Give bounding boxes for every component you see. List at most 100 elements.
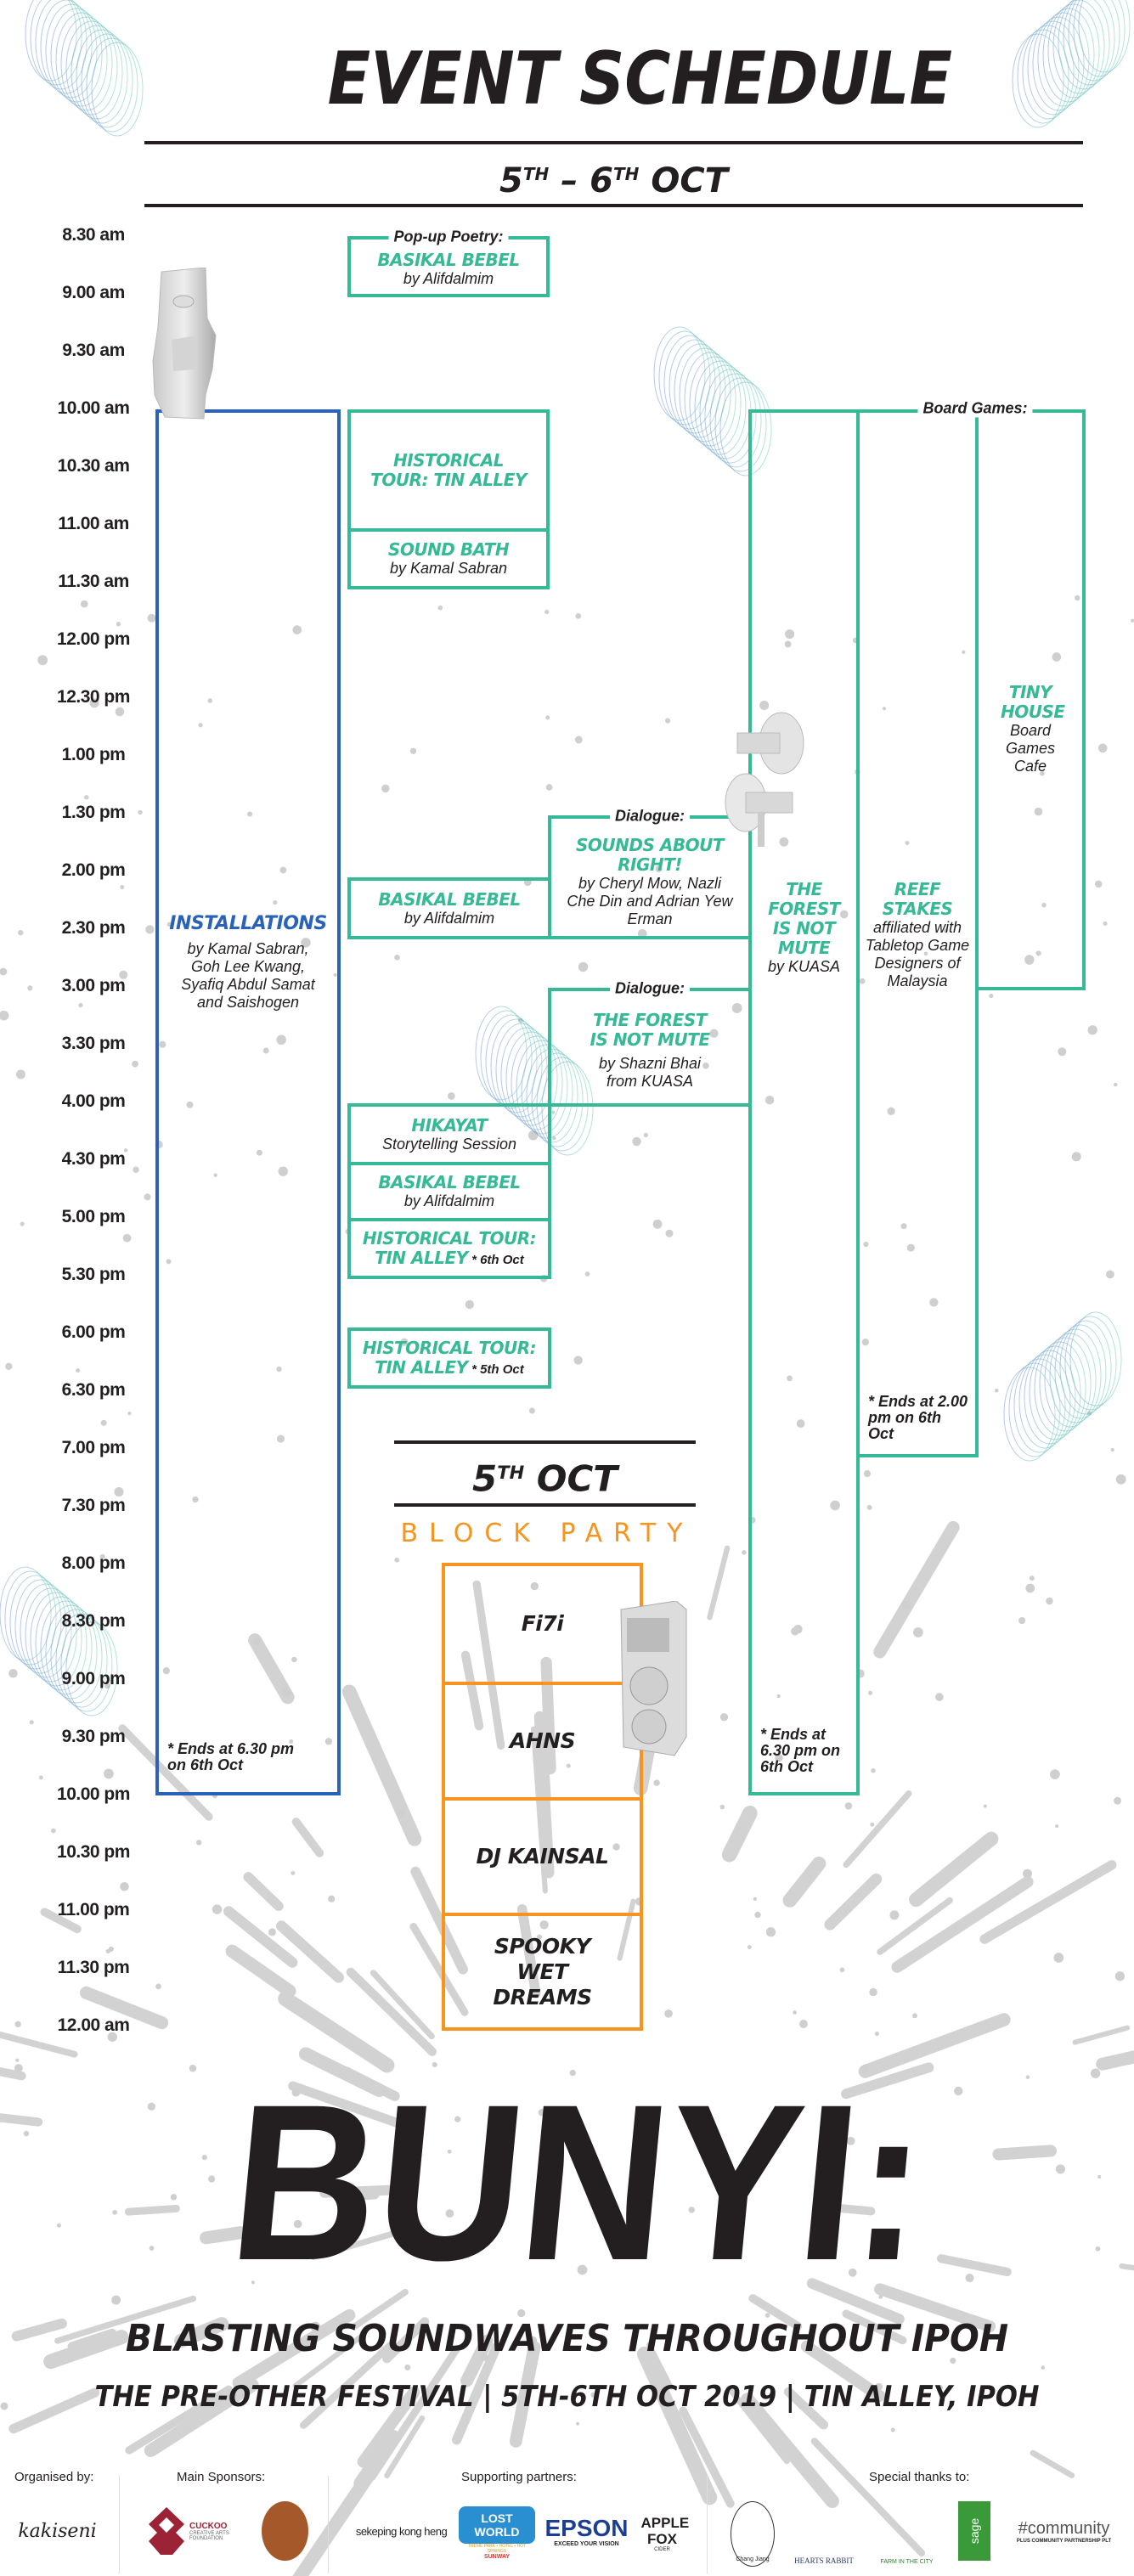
apple-fox-logo[interactable]: APPLE FOX CIDER: [640, 2514, 690, 2552]
event-title: HISTORICAL TOUR:: [362, 1228, 537, 1249]
event-artists: by Shazni Bhai from KUASA: [598, 1055, 702, 1090]
dot-decoration: [120, 1882, 129, 1891]
dot-decoration: [195, 1840, 202, 1846]
dot-decoration: [112, 2209, 118, 2215]
soundwave-decoration: [1022, 25, 1075, 120]
dot-decoration: [753, 1897, 757, 1901]
event-basikal-bebel-afternoon[interactable]: BASIKAL BEBEL by Alifdalmim: [347, 877, 551, 939]
event-title: REEF STAKES: [882, 879, 953, 919]
event-title: INSTALLATIONS: [169, 913, 327, 934]
sekeping-kong-heng-logo[interactable]: sekeping kong heng: [355, 2524, 448, 2538]
blockparty-date: 5TH OCT: [472, 1457, 618, 1500]
dot-decoration: [1087, 1025, 1097, 1035]
festival-brand: BUNYI:: [222, 2058, 936, 2307]
streak-decoration: [384, 2415, 426, 2479]
streak-decoration: [0, 2113, 43, 2127]
event-sound-bath[interactable]: SOUND BATH by Kamal Sabran: [347, 528, 550, 589]
dot-decoration: [870, 1822, 875, 1827]
soundwave-decoration: [694, 360, 747, 455]
act-slot[interactable]: SPOOKY WET DREAMS: [442, 1913, 643, 2031]
time-label: 4.30 pm: [61, 1149, 126, 1169]
header-rule-top: [144, 141, 1083, 144]
dot-decoration: [1106, 1270, 1114, 1279]
dot-decoration: [632, 1136, 641, 1147]
dot-decoration: [5, 1362, 13, 1370]
streak-decoration: [891, 1875, 1034, 1973]
dot-decoration: [104, 1768, 114, 1779]
event-historical-tour-6th[interactable]: HISTORICAL TOUR: TIN ALLEY * 6th Oct: [347, 1218, 551, 1279]
event-note: * 5th Oct: [471, 1362, 524, 1377]
sage-logo[interactable]: sage: [958, 2501, 990, 2561]
dot-decoration: [18, 930, 24, 936]
event-basikal-bebel-evening[interactable]: BASIKAL BEBEL by Alifdalmim: [347, 1162, 551, 1221]
event-artists: by Kamal Sabran, Goh Lee Kwang, Syafiq A…: [181, 940, 315, 1011]
act-name: AHNS: [509, 1728, 576, 1753]
soundwave-decoration: [658, 330, 711, 426]
soundwave-decoration: [1027, 20, 1080, 116]
epson-logo[interactable]: EPSON EXCEED YOUR VISION: [544, 2514, 629, 2547]
event-artists: by Alifdalmim: [403, 1192, 495, 1209]
kakiseni-logo[interactable]: kakiseni: [18, 2520, 97, 2542]
dot-decoration: [20, 1221, 25, 1226]
dot-decoration: [1113, 1082, 1118, 1087]
event-dialogue-forest-is-not-mute[interactable]: THE FOREST IS NOT MUTE by Shazni Bhai fr…: [548, 988, 752, 1107]
sponsor-circle-logo[interactable]: [259, 2501, 310, 2561]
dot-decoration: [1094, 880, 1103, 888]
soundwave-decoration: [1069, 1311, 1122, 1406]
dot-decoration: [665, 718, 671, 724]
time-label: 3.30 pm: [61, 1034, 126, 1053]
event-historical-tour-morning[interactable]: HISTORICAL TOUR: TIN ALLEY: [347, 409, 550, 532]
cuckoo-mark-icon: [149, 2507, 184, 2555]
dot-decoration: [409, 747, 417, 754]
act-slot[interactable]: Fi7i: [442, 1563, 643, 1685]
dot-decoration: [80, 600, 88, 608]
time-label: 8.00 pm: [61, 1553, 126, 1573]
farm-in-the-city-logo[interactable]: FARM IN THE CITY: [880, 2559, 934, 2565]
event-title: BASIKAL BEBEL: [378, 1172, 521, 1192]
dot-decoration: [574, 736, 583, 744]
soundwave-decoration: [1029, 1345, 1081, 1440]
act-slot[interactable]: DJ KAINSAL: [442, 1797, 643, 1916]
popup-poetry-label: Pop-up Poetry:: [388, 228, 509, 246]
dot-decoration: [965, 2274, 974, 2283]
dot-decoration: [1115, 1474, 1126, 1485]
event-historical-tour-5th[interactable]: HISTORICAL TOUR: TIN ALLEY * 5th Oct: [347, 1327, 551, 1389]
dot-decoration: [653, 1779, 660, 1786]
dot-decoration: [844, 1802, 853, 1810]
dot-decoration: [394, 954, 400, 961]
event-installations[interactable]: INSTALLATIONS by Kamal Sabran, Goh Lee K…: [155, 409, 341, 1795]
soundwave-decoration: [45, 3, 98, 99]
soundwave-decoration: [1044, 1333, 1097, 1428]
hearts-rabbit-logo[interactable]: HEARTS RABBIT: [794, 2556, 854, 2565]
event-reef-stakes[interactable]: REEF STAKES affiliated with Tabletop Gam…: [856, 409, 979, 1457]
event-forest-is-not-mute[interactable]: THE FOREST IS NOT MUTE by KUASA * Ends a…: [748, 409, 860, 1795]
main-sponsors-label: Main Sponsors:: [177, 2470, 266, 2484]
dot-decoration: [935, 1693, 944, 1701]
blockparty-rule-bottom: [394, 1503, 696, 1507]
dot-decoration: [1090, 2068, 1101, 2078]
community-logo[interactable]: #community PLUS COMMUNITY PARTNERSHIP PL…: [1016, 2518, 1112, 2544]
dot-decoration: [1041, 2365, 1046, 2370]
act-slot[interactable]: AHNS: [442, 1682, 643, 1801]
dot-decoration: [1046, 1597, 1053, 1605]
event-tiny-house[interactable]: TINY HOUSE Board Games Cafe: [975, 409, 1086, 990]
soundwave-decoration: [1039, 1337, 1092, 1432]
time-label: 7.00 pm: [61, 1438, 126, 1457]
streak-decoration: [1096, 2050, 1134, 2071]
event-title: TIN ALLEY: [375, 1357, 468, 1378]
dot-decoration: [719, 1804, 725, 1810]
dot-decoration: [84, 795, 89, 800]
lost-world-logo[interactable]: LOST WORLD THEME PARK • HOTEL • HOT SPRI…: [459, 2497, 535, 2569]
streak-decoration: [292, 2441, 394, 2576]
dot-decoration: [890, 2427, 895, 2432]
event-hikayat[interactable]: HIKAYAT Storytelling Session: [347, 1103, 551, 1165]
time-label: 1.30 pm: [61, 803, 126, 822]
blockparty-rule-top: [394, 1440, 696, 1444]
dot-decoration: [1114, 1796, 1122, 1805]
dot-decoration: [100, 1419, 107, 1426]
streak-decoration: [0, 2066, 26, 2081]
soundwave-decoration: [1012, 33, 1064, 128]
chang-jiang-logo[interactable]: Chang Jiang: [731, 2501, 775, 2567]
dot-decoration: [14, 2021, 21, 2028]
